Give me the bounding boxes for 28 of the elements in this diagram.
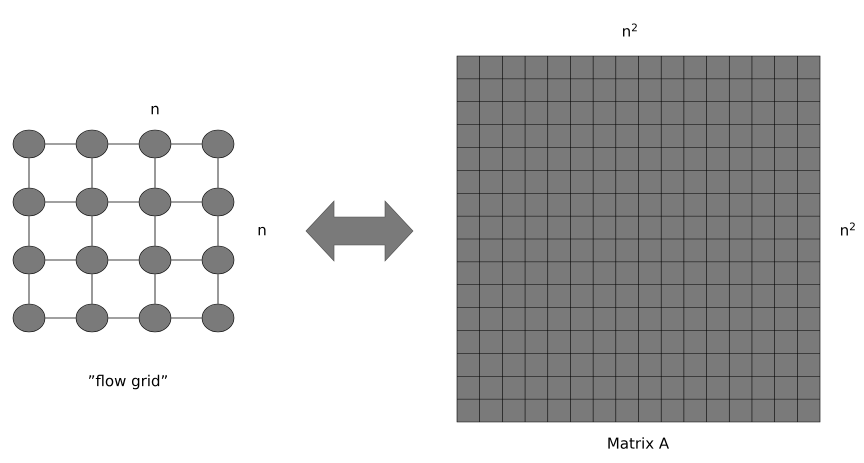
grid-node: [202, 130, 234, 158]
grid-node: [76, 188, 108, 216]
connector-line: [28, 216, 30, 246]
grid-node: [138, 188, 172, 216]
connector-line: [154, 216, 156, 246]
caption: ”flow grid”: [88, 374, 167, 390]
grid-node: [76, 246, 108, 274]
connector-line: [28, 158, 30, 188]
grid-node: [202, 304, 234, 332]
grid-node: [138, 304, 172, 332]
grid-node: [138, 130, 172, 158]
caption: Matrix A: [608, 437, 669, 449]
dimension-label: n: [152, 106, 158, 114]
grid-node: [138, 246, 172, 274]
connector-line: [154, 158, 156, 188]
connector-line: [154, 274, 156, 304]
grid-node: [12, 188, 46, 216]
dimension-label: n$^{2}$: [623, 24, 637, 36]
dimension-label: n$^{2}$: [841, 222, 855, 236]
grid-node: [12, 246, 46, 274]
grid-node: [76, 304, 108, 332]
grid-node: [202, 188, 234, 216]
grid-node: [202, 246, 234, 274]
dimension-label: n: [258, 226, 266, 236]
grid-node: [76, 130, 108, 158]
grid-node: [12, 130, 46, 158]
grid-node: [12, 304, 46, 332]
connector-line: [28, 274, 30, 304]
